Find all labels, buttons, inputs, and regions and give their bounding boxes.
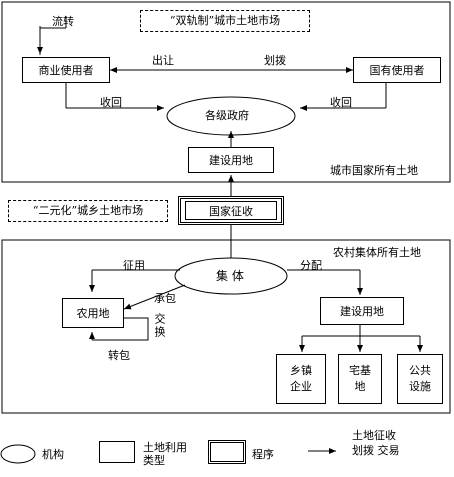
rural-construction-land-label: 建设用地 xyxy=(340,305,384,318)
urban-market-panel xyxy=(1,1,451,183)
urban-region-label: 城市国家所有土地 xyxy=(330,164,418,177)
dual-market-title-box: “二元化”城乡土地市场 xyxy=(8,200,168,222)
legend-institution-label: 机构 xyxy=(42,448,64,461)
township-enterprise-label: 乡镇企业 xyxy=(290,364,312,393)
transfer-label: 出让 xyxy=(152,54,174,67)
legend-land-use-type-label: 土地利用类型 xyxy=(143,441,187,467)
rural-region-label: 农村集体所有土地 xyxy=(333,246,421,259)
urban-construction-land-box: 建设用地 xyxy=(188,147,274,173)
commercial-user-label: 商业使用者 xyxy=(38,64,94,77)
farmland-label: 农用地 xyxy=(76,307,110,320)
township-enterprise-box: 乡镇企业 xyxy=(276,354,326,404)
expropriation-procedure-box: 国家征收 xyxy=(178,196,284,225)
urban-market-title: “双轨制”城市土地市场 xyxy=(169,14,281,27)
commercial-user-box: 商业使用者 xyxy=(22,57,110,83)
legend-ellipse-icon xyxy=(0,444,36,464)
public-facilities-box: 公共设施 xyxy=(397,354,443,404)
collective-label: 集 体 xyxy=(216,269,244,283)
rural-construction-land-box: 建设用地 xyxy=(320,297,404,325)
distribute-label: 分配 xyxy=(300,259,322,272)
allocate-label: 划拨 xyxy=(264,54,286,67)
state-user-label: 国有使用者 xyxy=(369,64,425,77)
subcontract-label: 转包 xyxy=(108,349,130,362)
rural-market-panel xyxy=(1,239,451,414)
exchange-label: 交换 xyxy=(153,313,166,339)
government-ellipse xyxy=(166,96,296,136)
legend-procedure-label: 程序 xyxy=(252,448,274,461)
legend-rect-icon xyxy=(99,441,135,463)
urban-market-title-box: “双轨制”城市土地市场 xyxy=(140,10,310,32)
circulate-label: 流转 xyxy=(52,15,74,28)
urban-construction-land-label: 建设用地 xyxy=(209,154,253,167)
legend-transactions-label: 土地征收 划拨 交易 xyxy=(352,429,400,457)
expropriate-label: 征用 xyxy=(123,259,145,272)
homestead-box: 宅基地 xyxy=(338,354,382,404)
expropriation-label: 国家征收 xyxy=(209,204,253,218)
farmland-box: 农用地 xyxy=(62,298,124,328)
recover-left-label: 收回 xyxy=(100,96,122,109)
collective-ellipse xyxy=(174,257,288,295)
public-facilities-label: 公共设施 xyxy=(409,364,431,393)
dual-market-title: “二元化”城乡土地市场 xyxy=(32,204,144,217)
homestead-label: 宅基地 xyxy=(349,364,371,393)
government-label: 各级政府 xyxy=(205,109,249,122)
legend-double-rect-icon xyxy=(208,440,246,464)
recover-right-label: 收回 xyxy=(330,96,352,109)
state-user-box: 国有使用者 xyxy=(353,57,441,83)
contract-label: 承包 xyxy=(154,292,176,305)
